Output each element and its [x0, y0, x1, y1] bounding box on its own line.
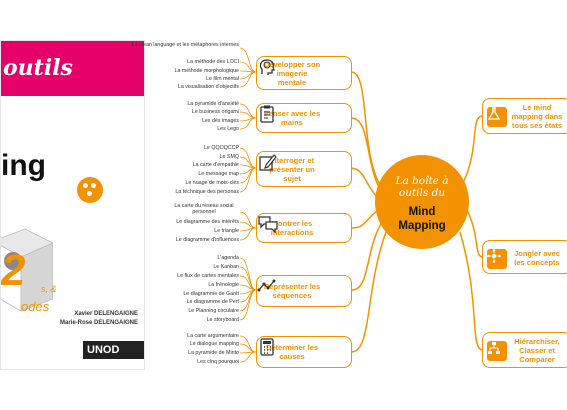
leaf-label: Le diagramme d'influences	[175, 237, 239, 243]
leaf-label: La carte d'empathie	[192, 162, 239, 168]
leaf-label: Le triangle	[214, 228, 239, 234]
leaf-label: Le diagramme de Pert	[186, 299, 239, 305]
calculator-icon	[260, 338, 345, 363]
center-line1: La boîte à	[395, 175, 449, 187]
leaf-label: La carte du réseau social personnel	[174, 203, 234, 215]
topic-title: Représenter les séquences	[263, 282, 321, 300]
topic-title: Montrer les interactions	[270, 219, 314, 237]
center-line2: outils	[398, 187, 429, 199]
leaf-label: Le diagramme de Gantt	[183, 291, 239, 297]
topic-determine-causes[interactable]: Déterminer les causes	[256, 336, 352, 368]
center-line4: Mapping	[398, 220, 446, 232]
leaf-label: Le Planning circulaire	[188, 308, 239, 314]
leaf-label: La pyramide de Minto	[188, 350, 239, 356]
topic-juggle-concepts[interactable]: Jongler avec les concepts	[482, 240, 567, 274]
topic-title: Interroger et présenter un sujet	[269, 155, 315, 183]
topic-title: Penser avec les mains	[263, 109, 321, 127]
leaf-label: Le nuage de mots-clés	[185, 180, 239, 186]
leaf-label: Le message map	[198, 171, 239, 177]
leaf-label: Le Kanban	[213, 264, 239, 270]
topic-question-present[interactable]: Interroger et présenter un sujet	[256, 151, 352, 187]
cover-series-title: outils	[3, 55, 73, 81]
pencil-note-icon	[259, 154, 345, 180]
leaf-label: La visualisation d'objectifs	[177, 84, 239, 90]
topic-title: Développer son imagerie mentale	[263, 59, 321, 87]
cover-band	[1, 41, 144, 96]
center-line3: Mind	[408, 206, 436, 218]
leaf-label: Les cinq pourquoi	[197, 359, 239, 365]
cover-cube-illustration	[1, 228, 53, 312]
topic-hierarchize-classify[interactable]: Hiérarchiser, Classer et Comparer	[482, 332, 567, 368]
cover-orange-badge	[77, 177, 103, 203]
cover-subtitle-fragment: odes	[21, 299, 50, 314]
leaf-label: Le business origami	[191, 109, 239, 115]
leaf-label: La méthode morphologique	[174, 68, 240, 74]
leaf-label: Le clean language et les métaphores inte…	[131, 42, 239, 48]
leaf-label: La carte argumentaire	[187, 333, 239, 339]
leaf-label: La frénologie	[208, 282, 239, 288]
cover-author-2: Marie-Rose DELENGAIGNE	[59, 320, 138, 326]
clipboard-icon	[260, 105, 345, 129]
leaf-label: La méthode des LOCI	[187, 59, 239, 65]
topic-title: Déterminer les causes	[265, 343, 319, 361]
topic-show-interactions[interactable]: Montrer les interactions	[256, 213, 352, 243]
cover-title-fragment: ing	[1, 149, 46, 182]
leaf-label: La pyramide d'anxiété	[187, 101, 239, 107]
center-line2-suffix: du	[431, 187, 446, 199]
network-icon	[487, 249, 507, 269]
leaf-label: Les Lego	[217, 126, 239, 132]
leaf-label: Le film mental	[206, 76, 239, 82]
leaf-label: Le dialogue mapping	[189, 341, 239, 347]
leaf-label: Le SMQ	[219, 154, 239, 160]
topic-represent-sequences[interactable]: Représenter les séquences	[256, 275, 352, 307]
flask-icon	[487, 107, 507, 127]
leaf-label: L'agenda	[217, 255, 239, 261]
head-silhouette-icon	[4, 252, 22, 270]
timeline-icon	[257, 279, 345, 302]
topic-title: Jongler avec les concepts	[514, 249, 560, 267]
cover-number: 2	[1, 246, 26, 295]
topic-mind-mapping-states[interactable]: Le mind mapping dans tous ses états	[482, 98, 567, 134]
topic-title: Hiérarchiser, Classer et Comparer	[514, 337, 560, 364]
publisher-logo: UNOD	[83, 341, 144, 359]
leaf-label: Les dés imagés	[201, 118, 239, 124]
book-cover: outils ing 2 s, & odes Xavier DELENGAIGN…	[0, 40, 145, 370]
topic-think-with-hands[interactable]: Penser avec les mains	[256, 103, 352, 133]
hierarchy-icon	[487, 341, 507, 361]
leaf-label: La technique des personas	[175, 189, 239, 195]
leaf-label: Le storyboard	[206, 317, 239, 323]
leaf-label: Le QQOQCCP	[203, 145, 239, 151]
cover-author-1: Xavier DELENGAIGNE	[74, 311, 138, 317]
head-brain-icon	[259, 59, 345, 84]
leaf-label: Le flux de cartes mentales	[177, 273, 239, 279]
central-topic[interactable]: La boîte à outils du Mind Mapping	[375, 155, 469, 249]
topic-develop-imagery[interactable]: Développer son imagerie mentale	[256, 56, 352, 90]
speech-bubbles-icon	[258, 216, 345, 239]
topic-title: Le mind mapping dans tous ses états	[511, 103, 563, 130]
leaf-label: Le diagramme des intérêts	[176, 219, 239, 225]
cover-subtitle-fragment-small: s, &	[41, 284, 57, 294]
